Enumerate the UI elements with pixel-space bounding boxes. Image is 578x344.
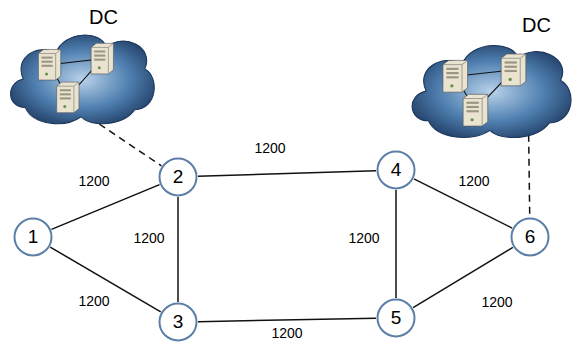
node-number: 1 [28, 226, 39, 248]
cloud-body [406, 36, 574, 142]
server-icon [57, 82, 79, 113]
network-node: 2 [158, 157, 198, 197]
node-number: 6 [525, 226, 536, 248]
network-node: 6 [510, 217, 550, 257]
datacenter-cloud: DC [406, 14, 574, 142]
server-icon [91, 43, 113, 74]
node-number: 5 [391, 307, 402, 329]
network-node: 3 [158, 302, 198, 342]
link-capacity: 1200 [479, 294, 514, 310]
link-capacity: 1200 [252, 140, 287, 156]
network-link [51, 185, 159, 230]
network-node: 4 [376, 150, 416, 190]
link-capacity: 1200 [131, 230, 166, 246]
cloud-body [5, 26, 157, 128]
link-capacity: 1200 [346, 230, 381, 246]
network-link [50, 247, 160, 312]
network-link [177, 197, 179, 302]
link-capacity: 1200 [76, 173, 111, 189]
link-capacity: 1200 [269, 325, 304, 341]
network-link [198, 171, 376, 177]
server-icon [38, 49, 60, 80]
link-capacity: 1200 [456, 173, 491, 189]
network-link [395, 190, 397, 298]
cloud-shape [406, 36, 574, 142]
node-number: 2 [173, 166, 184, 188]
server-icon [443, 60, 468, 92]
dc-link [529, 135, 530, 217]
cloud-outline [412, 45, 571, 137]
cloud-shape [5, 26, 157, 128]
dc-link [99, 124, 161, 166]
server-icon [463, 94, 488, 126]
network-node: 1 [13, 217, 53, 257]
network-node: 5 [376, 298, 416, 338]
datacenter-cloud: DC [5, 6, 157, 128]
cloud-outline [11, 35, 155, 124]
node-number: 4 [391, 159, 402, 181]
link-capacity: 1200 [76, 293, 111, 309]
node-number: 3 [173, 311, 184, 333]
server-icon [501, 54, 526, 86]
network-link [198, 318, 376, 321]
node-label: DC [522, 14, 551, 37]
node-label: DC [89, 6, 118, 29]
